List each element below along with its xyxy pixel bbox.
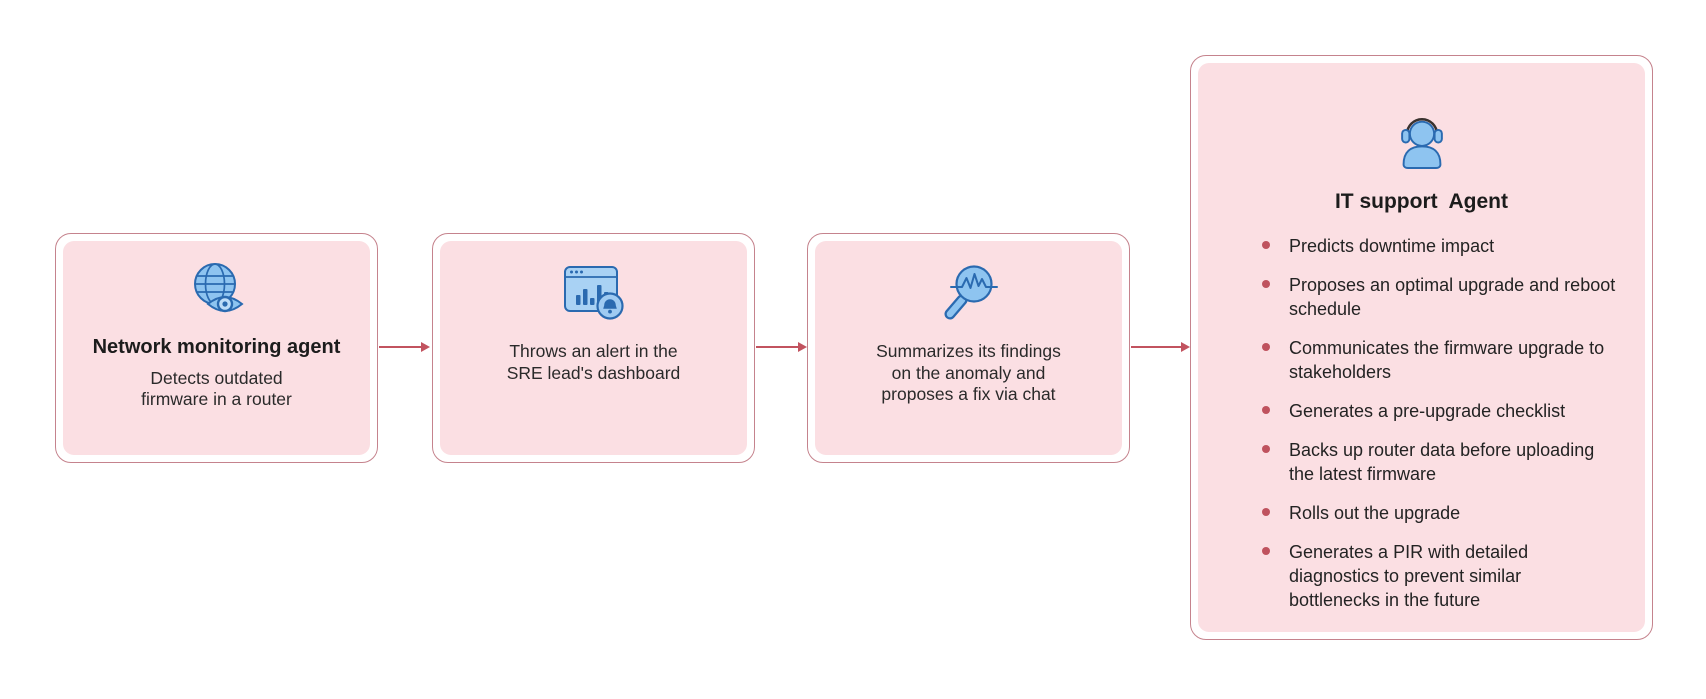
flow-arrow-2	[756, 341, 807, 352]
step-card-dashboard-alert: Throws an alert in the SRE lead's dashbo…	[432, 233, 755, 463]
step-description-line: SRE lead's dashboard	[506, 362, 681, 383]
agent-header: IT support Agent	[1198, 109, 1645, 214]
step-description-line: proposes a fix via chat	[881, 384, 1056, 404]
step-title: Network monitoring agent	[92, 336, 341, 358]
step-description-line: Summarizes its findings	[876, 341, 1061, 361]
step-description-line: Detects outdated	[150, 368, 283, 388]
step-card-anomaly-summary: Summarizes its findings on the anomaly a…	[807, 233, 1130, 463]
bullet-icon	[1262, 406, 1270, 415]
agent-task-item: Communicates the firmware upgrade to sta…	[1262, 336, 1617, 384]
step-card-inner: Summarizes its findings on the anomaly a…	[815, 241, 1122, 455]
step-card-inner: Network monitoring agent Detects outdate…	[63, 241, 370, 455]
anomaly-search-icon	[936, 257, 1002, 325]
step-description-line: on the anomaly and	[891, 362, 1046, 383]
bullet-icon	[1262, 280, 1270, 289]
step-description: Summarizes its findings on the anomaly a…	[876, 341, 1061, 406]
flow-arrow-3	[1131, 341, 1190, 352]
step-description: Detects outdated firmware in a router	[141, 368, 292, 410]
step-card-network-monitoring: Network monitoring agent Detects outdate…	[55, 233, 378, 463]
bullet-icon	[1262, 445, 1270, 454]
flow-arrow-1	[379, 341, 430, 352]
agent-task-item: Generates a pre-upgrade checklist	[1262, 399, 1617, 423]
agent-task-item: Generates a PIR with detailed diagnostic…	[1262, 540, 1617, 612]
step-description: Throws an alert in the SRE lead's dashbo…	[507, 341, 681, 384]
agent-card-inner: IT support Agent Predicts downtime impac…	[1198, 63, 1645, 632]
support-agent-icon	[1390, 109, 1454, 177]
globe-eye-icon	[184, 257, 250, 325]
agent-task-item: Rolls out the upgrade	[1262, 501, 1617, 525]
agent-task-item: Backs up router data before uploading th…	[1262, 438, 1617, 486]
bullet-icon	[1262, 343, 1270, 352]
dashboard-alert-icon	[562, 257, 626, 325]
step-description-line: Throws an alert in the	[509, 341, 678, 361]
agent-title: IT support Agent	[1334, 190, 1509, 213]
bullet-icon	[1262, 241, 1270, 250]
bullet-icon	[1262, 547, 1270, 556]
step-card-inner: Throws an alert in the SRE lead's dashbo…	[440, 241, 747, 455]
bullet-icon	[1262, 508, 1270, 517]
agent-task-list: Predicts downtime impact Proposes an opt…	[1198, 234, 1645, 627]
agent-task-item: Proposes an optimal upgrade and reboot s…	[1262, 273, 1617, 321]
step-description-line: firmware in a router	[141, 389, 292, 409]
agent-task-item: Predicts downtime impact	[1262, 234, 1617, 258]
agent-card-it-support: IT support Agent Predicts downtime impac…	[1190, 55, 1653, 640]
